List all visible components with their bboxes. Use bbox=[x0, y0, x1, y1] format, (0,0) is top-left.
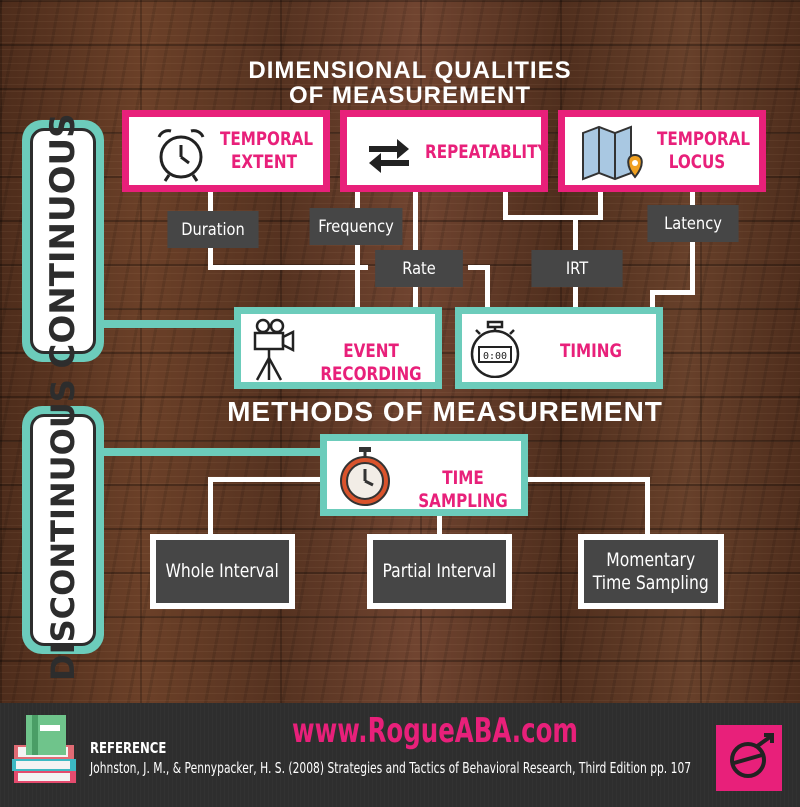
momentary-time-sampling-label: Momentary Time Sampling bbox=[593, 549, 709, 595]
temporal-extent-label: TEMPORAL EXTENT bbox=[220, 128, 314, 174]
alarm-clock-icon bbox=[157, 129, 205, 182]
website-url[interactable]: www.RogueABA.com bbox=[292, 711, 578, 751]
partial-interval-label: Partial Interval bbox=[382, 560, 497, 582]
partial-interval-box: Partial Interval bbox=[367, 534, 512, 609]
whole-interval-box: Whole Interval bbox=[150, 534, 295, 609]
rogue-aba-logo bbox=[716, 725, 782, 791]
time-sampling-label: TIME SAMPLING bbox=[418, 467, 508, 512]
connector bbox=[645, 477, 650, 539]
temporal-locus-box: TEMPORAL LOCUS bbox=[558, 110, 766, 192]
timer-icon bbox=[340, 447, 390, 506]
discontinuous-connector bbox=[100, 448, 325, 456]
frequency-label: Frequency bbox=[309, 208, 403, 245]
connector bbox=[355, 190, 360, 310]
connector bbox=[573, 215, 603, 220]
discontinuous-text: DISCONTINUOUS bbox=[44, 379, 82, 681]
reference-label: REFERENCE bbox=[90, 739, 167, 757]
connector bbox=[503, 215, 578, 220]
video-camera-tripod-icon bbox=[253, 318, 295, 381]
connector bbox=[690, 190, 695, 295]
connector bbox=[208, 265, 368, 270]
connector bbox=[437, 515, 442, 539]
event-recording-label: EVENT RECORDING bbox=[320, 340, 422, 385]
connector bbox=[503, 190, 508, 220]
momentary-time-sampling-box: Momentary Time Sampling bbox=[578, 534, 724, 609]
footer: www.RogueABA.com REFERENCE Johnston, J. … bbox=[0, 703, 800, 807]
discontinuous-label: DISCONTINUOUS bbox=[22, 379, 104, 681]
methods-heading: METHODS OF MEASUREMENT bbox=[227, 396, 663, 427]
event-recording-box: EVENT RECORDING bbox=[234, 307, 442, 389]
continuous-label: CONTINUOUS bbox=[22, 113, 104, 369]
connector bbox=[208, 477, 213, 539]
books-icon bbox=[12, 715, 76, 783]
connector bbox=[650, 290, 695, 295]
repeatability-label: REPEATABLITY bbox=[425, 141, 549, 163]
repeatability-box: REPEATABLITY bbox=[340, 110, 548, 192]
diagram-title: DIMENSIONAL QUALITIES OF MEASUREMENT bbox=[200, 58, 620, 108]
continuous-connector bbox=[100, 320, 240, 328]
timing-box: 0:00 TIMING bbox=[455, 307, 663, 389]
title-line-1: DIMENSIONAL QUALITIES bbox=[248, 57, 572, 84]
dimension-line-1: TEMPORAL bbox=[657, 128, 751, 150]
connector bbox=[525, 477, 650, 482]
title-line-2: OF MEASUREMENT bbox=[289, 82, 531, 109]
map-pin-icon bbox=[582, 125, 643, 181]
stopwatch-display: 0:00 bbox=[483, 351, 507, 362]
dimension-line-2: EXTENT bbox=[231, 151, 297, 173]
latency-label: Latency bbox=[647, 205, 739, 242]
time-sampling-box: TIME SAMPLING bbox=[320, 434, 528, 516]
discontinuous-label-inner: DISCONTINUOUS bbox=[30, 379, 96, 681]
connector bbox=[468, 265, 490, 270]
temporal-extent-box: TEMPORAL EXTENT bbox=[122, 110, 330, 192]
momentary-line-1: Momentary bbox=[606, 548, 696, 571]
whole-interval-label: Whole Interval bbox=[165, 560, 280, 582]
momentary-line-2: Time Sampling bbox=[592, 571, 710, 594]
connector bbox=[485, 265, 490, 310]
dimension-line-2: LOCUS bbox=[668, 151, 726, 173]
connector bbox=[650, 290, 655, 310]
timing-label: TIMING bbox=[559, 340, 622, 362]
logo-icon bbox=[730, 733, 774, 778]
connector bbox=[598, 190, 603, 220]
temporal-locus-label: TEMPORAL LOCUS bbox=[657, 128, 751, 174]
reference-text: Johnston, J. M., & Pennypacker, H. S. (2… bbox=[90, 759, 692, 777]
duration-label: Duration bbox=[167, 211, 259, 248]
rate-label: Rate bbox=[375, 250, 463, 287]
repeat-arrows-icon bbox=[369, 139, 409, 173]
stopwatch-icon: 0:00 bbox=[470, 320, 520, 378]
connector bbox=[208, 477, 325, 482]
continuous-text: CONTINUOUS bbox=[43, 113, 83, 369]
irt-label: IRT bbox=[531, 250, 623, 287]
dimension-line-1: TEMPORAL bbox=[220, 128, 314, 150]
continuous-label-inner: CONTINUOUS bbox=[30, 113, 96, 369]
